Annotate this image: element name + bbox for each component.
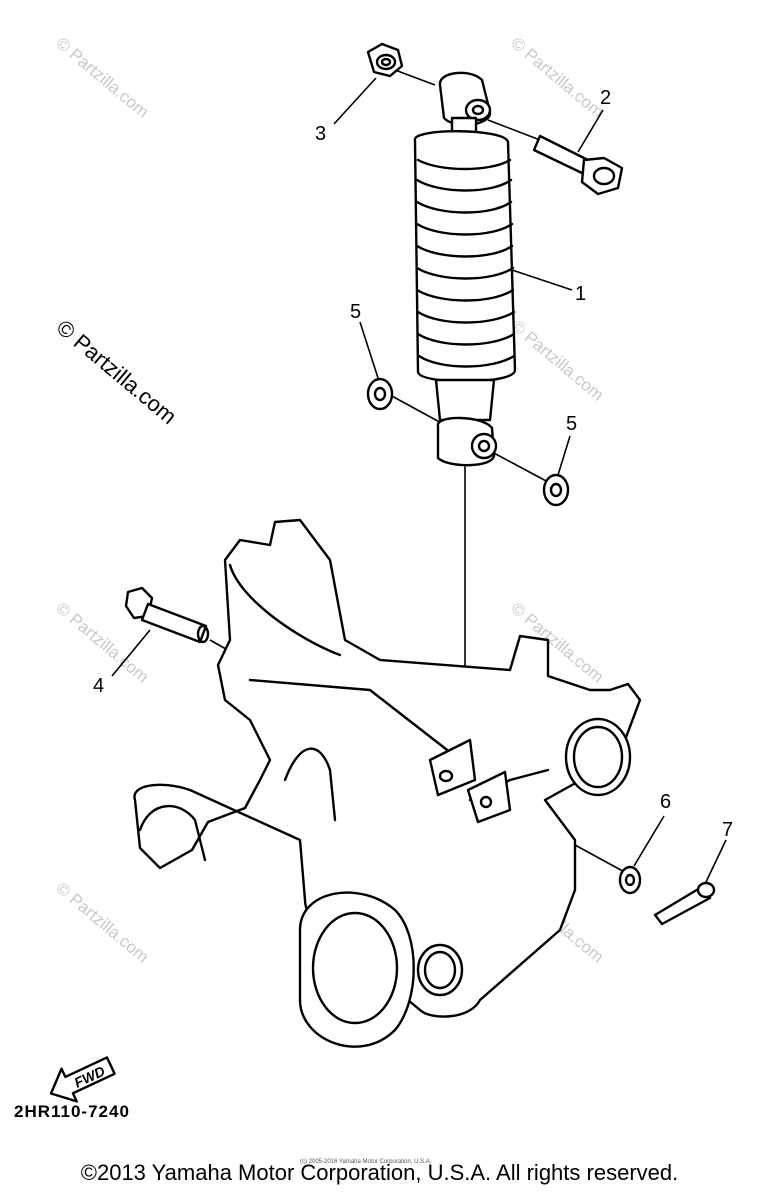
callouts: 3 2 1 5 5 4 6 7 [93, 87, 733, 841]
watermark-large: © Partzilla.com [52, 315, 182, 429]
diagram-part-code: 2HR110-7240 [14, 1102, 130, 1121]
copyright-notice: ©2013 Yamaha Motor Corporation, U.S.A. A… [80, 1160, 679, 1185]
callout-5-upper: 5 [350, 301, 361, 323]
callout-5-lower: 5 [566, 413, 577, 435]
copyright-small-notice: (c) 2005-2016 Yamaha Motor Corporation, … [300, 1159, 432, 1165]
leader-lines [111, 77, 727, 883]
callout-6: 6 [660, 791, 671, 813]
watermark: © Partzilla.com [507, 317, 607, 405]
callout-1: 1 [575, 283, 586, 305]
watermark: © Partzilla.com [52, 879, 152, 967]
swingarm [133, 518, 642, 1048]
watermark: © Partzilla.com [52, 34, 152, 122]
washer-6 [618, 865, 642, 895]
cotter-pin [653, 881, 716, 926]
watermark: © Partzilla.com [507, 34, 607, 122]
washers-5 [366, 377, 570, 507]
fwd-arrow: FWD [49, 1056, 116, 1103]
callout-7: 7 [722, 819, 733, 841]
rear-shock-absorber [413, 71, 517, 467]
flange-nut [366, 42, 404, 78]
pivot-bolt [124, 586, 210, 644]
callout-3: 3 [315, 123, 326, 145]
shock-bolt-upper [532, 134, 624, 196]
callout-2: 2 [600, 87, 611, 109]
callout-4: 4 [93, 675, 104, 697]
